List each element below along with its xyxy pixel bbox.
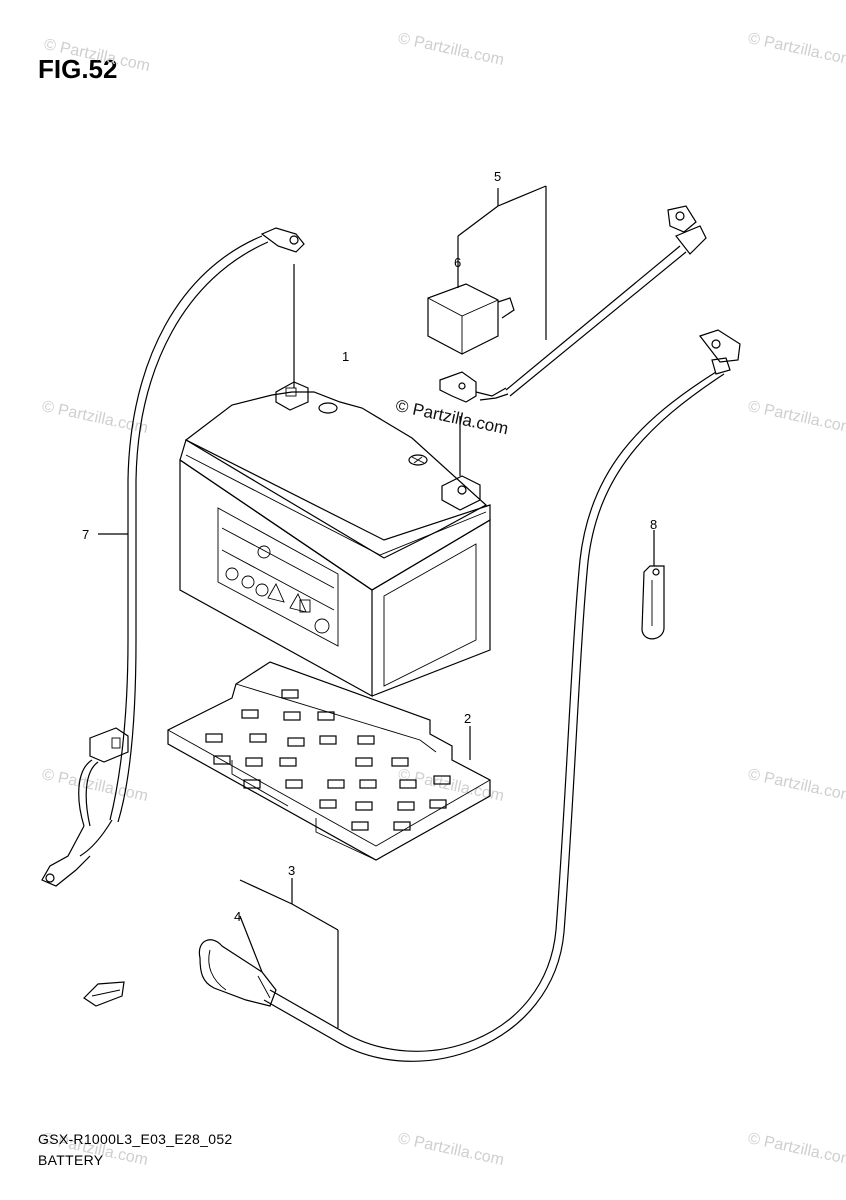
long-lead-part bbox=[263, 329, 741, 1062]
negative-lead-part bbox=[41, 227, 305, 887]
callout-5: 5 bbox=[494, 169, 502, 184]
lead-boot-part bbox=[198, 939, 277, 1007]
battery-tray-part bbox=[167, 661, 491, 861]
leader-lines bbox=[98, 185, 655, 1028]
figure-code: GSX-R1000L3_E03_E28_052 bbox=[38, 1131, 233, 1147]
positive-lead-part bbox=[439, 205, 707, 403]
terminal-cover-part bbox=[427, 283, 515, 355]
battery-part bbox=[179, 381, 491, 698]
callout-6: 6 bbox=[454, 255, 462, 270]
callout-3: 3 bbox=[288, 863, 296, 878]
callout-4: 4 bbox=[234, 909, 242, 924]
callout-2: 2 bbox=[464, 711, 472, 726]
callout-7: 7 bbox=[82, 527, 90, 542]
figure-name: BATTERY bbox=[38, 1152, 104, 1168]
callout-1: 1 bbox=[342, 349, 350, 364]
clip-part bbox=[641, 565, 665, 640]
forward-arrow-icon bbox=[83, 981, 125, 1007]
figure-title: FIG.52 bbox=[38, 54, 118, 84]
callout-8: 8 bbox=[650, 517, 658, 532]
